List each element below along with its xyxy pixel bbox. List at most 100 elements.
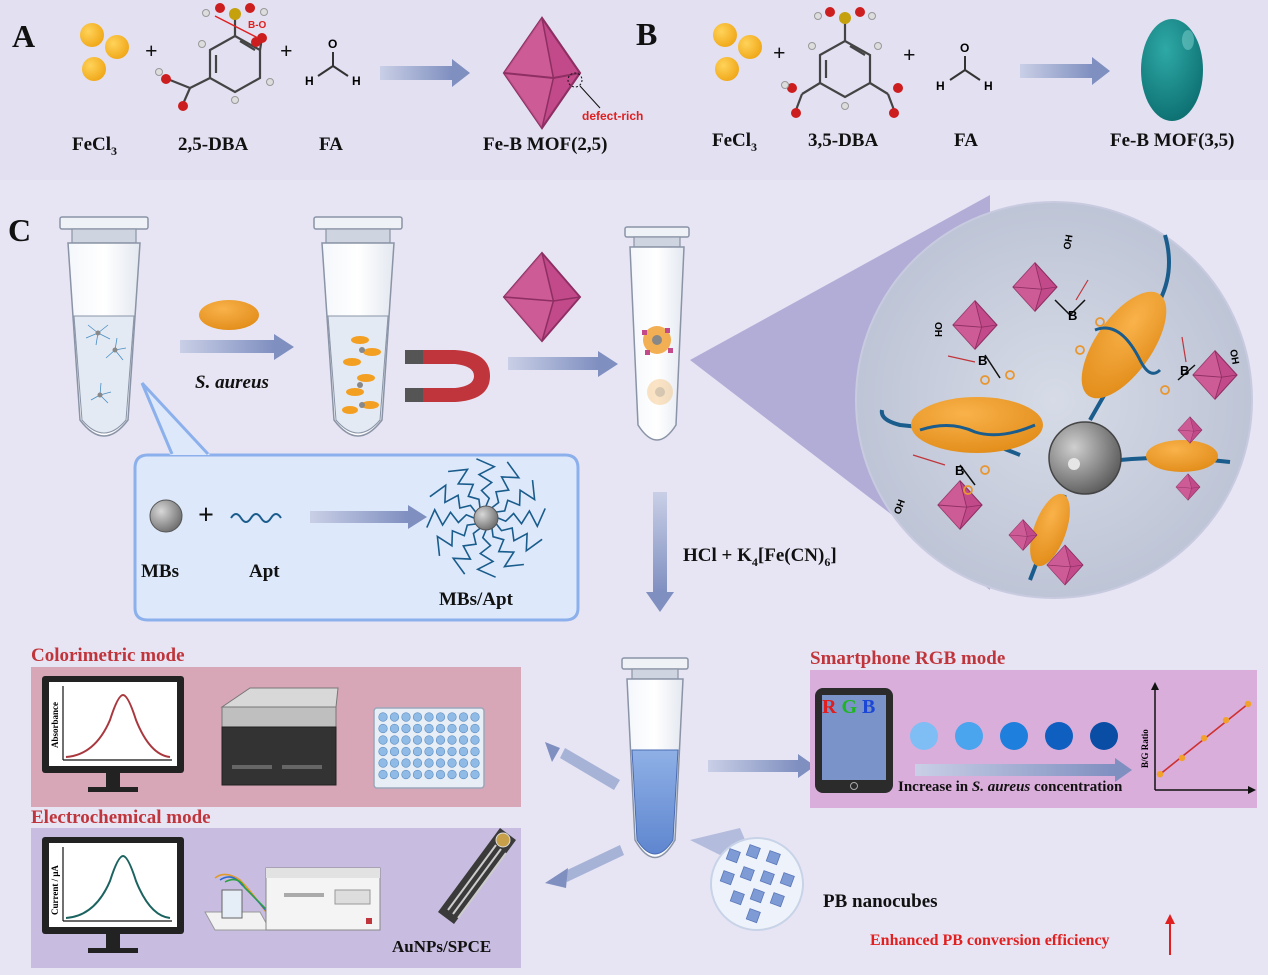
dba35-label: 3,5-DBA bbox=[808, 130, 879, 151]
callout-bubble bbox=[133, 453, 580, 622]
zoom-b-3: B bbox=[1180, 363, 1189, 378]
rgb-title: Smartphone RGB mode bbox=[810, 648, 1006, 669]
defect-pointer bbox=[579, 85, 601, 109]
fa-b-h1: H bbox=[936, 79, 945, 93]
mbs-label: MBs bbox=[141, 561, 179, 582]
calibration-point bbox=[1156, 771, 1164, 778]
plate-well bbox=[401, 758, 411, 768]
arrow-to-colorimetric-head bbox=[545, 742, 560, 762]
plate-well bbox=[424, 735, 434, 745]
fa-b-h2: H bbox=[984, 79, 993, 93]
plate-well bbox=[458, 712, 469, 722]
arrow-down bbox=[653, 492, 667, 592]
plate-well bbox=[458, 723, 469, 734]
plate-well bbox=[412, 735, 423, 745]
mbs-apt-label: MBs/Apt bbox=[439, 589, 513, 610]
aptamer-ray bbox=[436, 523, 476, 556]
defect-circle bbox=[567, 72, 583, 88]
colorimetric-title: Colorimetric mode bbox=[31, 645, 185, 666]
absorbance-label: Absorbance bbox=[50, 702, 60, 748]
plate-well bbox=[378, 735, 388, 745]
fa-b-o: O bbox=[960, 41, 969, 55]
mof-octahedron-c bbox=[503, 252, 581, 342]
mof-35-highlight bbox=[1182, 30, 1194, 50]
arrow-to-rgb-head bbox=[798, 754, 815, 778]
arrow-bacteria bbox=[180, 340, 274, 353]
arrow-bacteria-head bbox=[274, 334, 294, 360]
arrow-mof-head bbox=[598, 351, 618, 377]
tube-captured bbox=[313, 216, 403, 437]
aptamer-ray bbox=[496, 480, 536, 513]
tube-final bbox=[621, 657, 689, 859]
apt-strand bbox=[230, 513, 282, 523]
zoom-oh-4: OH bbox=[892, 498, 907, 516]
plate-well bbox=[470, 769, 480, 780]
aptamer-ray bbox=[491, 528, 524, 568]
plate-well bbox=[447, 758, 457, 768]
color-dot bbox=[910, 722, 938, 750]
arrow-concentration bbox=[915, 764, 1115, 776]
plate-well bbox=[470, 746, 480, 757]
plate-well bbox=[389, 769, 400, 780]
arrow-mof bbox=[508, 357, 598, 370]
color-dot bbox=[955, 722, 983, 750]
plate-well bbox=[389, 735, 400, 745]
top-band bbox=[0, 0, 1268, 180]
hcl-reagent-label: HCl + K4[Fe(CN)6] bbox=[683, 545, 837, 569]
magnet-icon bbox=[405, 350, 490, 402]
plate-well bbox=[435, 758, 446, 768]
tube-labeled bbox=[624, 226, 690, 441]
calibration-point bbox=[1178, 754, 1186, 762]
plus-mbs: + bbox=[198, 500, 214, 531]
plate-well bbox=[424, 769, 434, 780]
plate-well bbox=[470, 723, 480, 734]
plate-well bbox=[447, 746, 457, 757]
plate-well bbox=[458, 758, 469, 768]
well-plate-icon bbox=[373, 707, 485, 789]
plate-well bbox=[435, 769, 446, 780]
electrochemical-title: Electrochemical mode bbox=[31, 807, 211, 828]
formaldehyde-a bbox=[317, 52, 349, 77]
plate-well bbox=[435, 723, 446, 734]
zoom-oh-2: OH bbox=[932, 322, 943, 337]
aunps-spce-label: AuNPs/SPCE bbox=[392, 937, 492, 956]
arrow-mbs-apt bbox=[310, 511, 408, 523]
aptamer-ray bbox=[451, 527, 481, 575]
plate-well bbox=[424, 758, 434, 768]
color-dot bbox=[1090, 722, 1118, 750]
fa-h1: H bbox=[305, 74, 314, 88]
aptamer-ray bbox=[475, 529, 496, 578]
s-aureus-label: S. aureus bbox=[195, 372, 269, 393]
rgb-dots bbox=[910, 722, 1118, 750]
fecl3-spheres-a bbox=[80, 23, 129, 81]
enhanced-label: Enhanced PB conversion efficiency bbox=[870, 932, 1110, 949]
plus-a1: + bbox=[145, 38, 158, 63]
plate-well bbox=[447, 769, 457, 780]
bacteria-cell bbox=[199, 300, 259, 330]
panel-letter-a: A bbox=[12, 18, 36, 54]
mbs-apt-core bbox=[473, 505, 499, 531]
plate-well bbox=[378, 712, 388, 722]
plate-well bbox=[458, 735, 469, 745]
pb-cubes bbox=[719, 844, 795, 924]
arrow-concentration-head bbox=[1115, 758, 1132, 782]
plate-well bbox=[470, 758, 480, 768]
plate-well bbox=[378, 723, 388, 734]
rgb-plot bbox=[1151, 682, 1256, 794]
arrow-to-rgb bbox=[708, 760, 798, 772]
enhanced-arrow-head bbox=[1165, 914, 1175, 924]
current-label: Current / μA bbox=[50, 865, 60, 915]
increase-label: Increase in S. aureus concentration bbox=[898, 779, 1123, 795]
pb-nanocubes-label: PB nanocubes bbox=[823, 891, 938, 912]
dba-35-atoms bbox=[781, 7, 903, 118]
fecl3-spheres-b bbox=[713, 23, 762, 81]
plate-well bbox=[401, 723, 411, 734]
plate-well bbox=[389, 723, 400, 734]
aptamer-ray bbox=[476, 458, 497, 507]
plate-well bbox=[401, 746, 411, 757]
plate-well bbox=[389, 758, 400, 768]
fa-o: O bbox=[328, 37, 337, 51]
formaldehyde-b bbox=[949, 56, 981, 81]
plate-well bbox=[389, 712, 400, 722]
zoom-detail: B B B B OH OH OH OH bbox=[879, 234, 1240, 586]
